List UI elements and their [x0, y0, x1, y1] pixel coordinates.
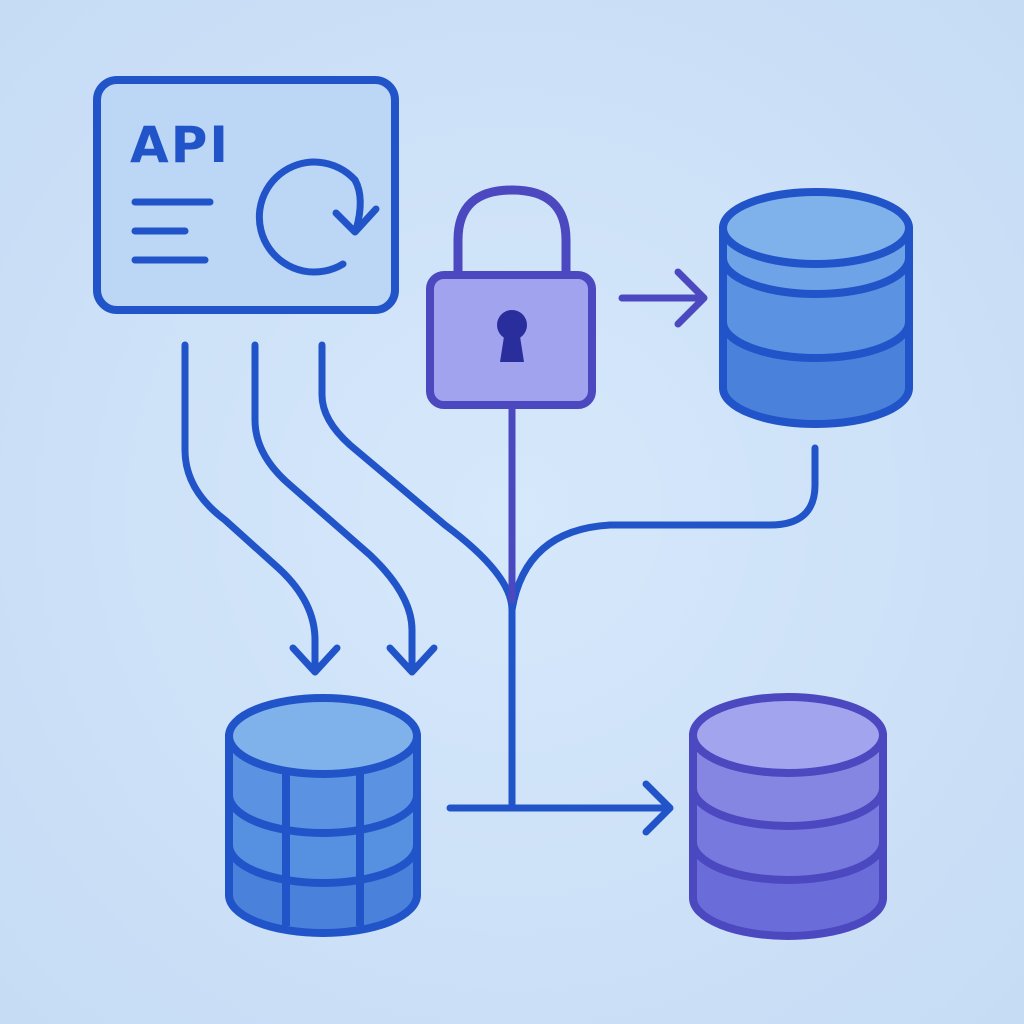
table-database-icon [225, 694, 421, 937]
database-icon-top-right [719, 188, 913, 428]
api-to-table-db-line-2 [251, 341, 416, 672]
flow-lines [181, 341, 819, 836]
arrow-head-down-2 [386, 644, 438, 676]
api-label: API [130, 116, 230, 174]
api-to-table-db-line-1 [181, 341, 319, 674]
api-to-trunk-line [318, 341, 516, 614]
database-icon-bottom-right [689, 693, 887, 940]
api-card-frame [93, 76, 399, 314]
arrow-head-down-1 [289, 644, 341, 676]
refresh-icon [255, 158, 380, 276]
db-to-trunk-line [508, 444, 819, 614]
text-lines-icon [131, 198, 214, 264]
api-card: API [93, 76, 399, 314]
keyhole-icon [497, 310, 527, 340]
arrow-head-right-bottom [642, 780, 674, 836]
padlock-shackle [453, 185, 571, 280]
padlock-icon [426, 185, 596, 409]
lock-to-db-arrow [618, 268, 708, 328]
